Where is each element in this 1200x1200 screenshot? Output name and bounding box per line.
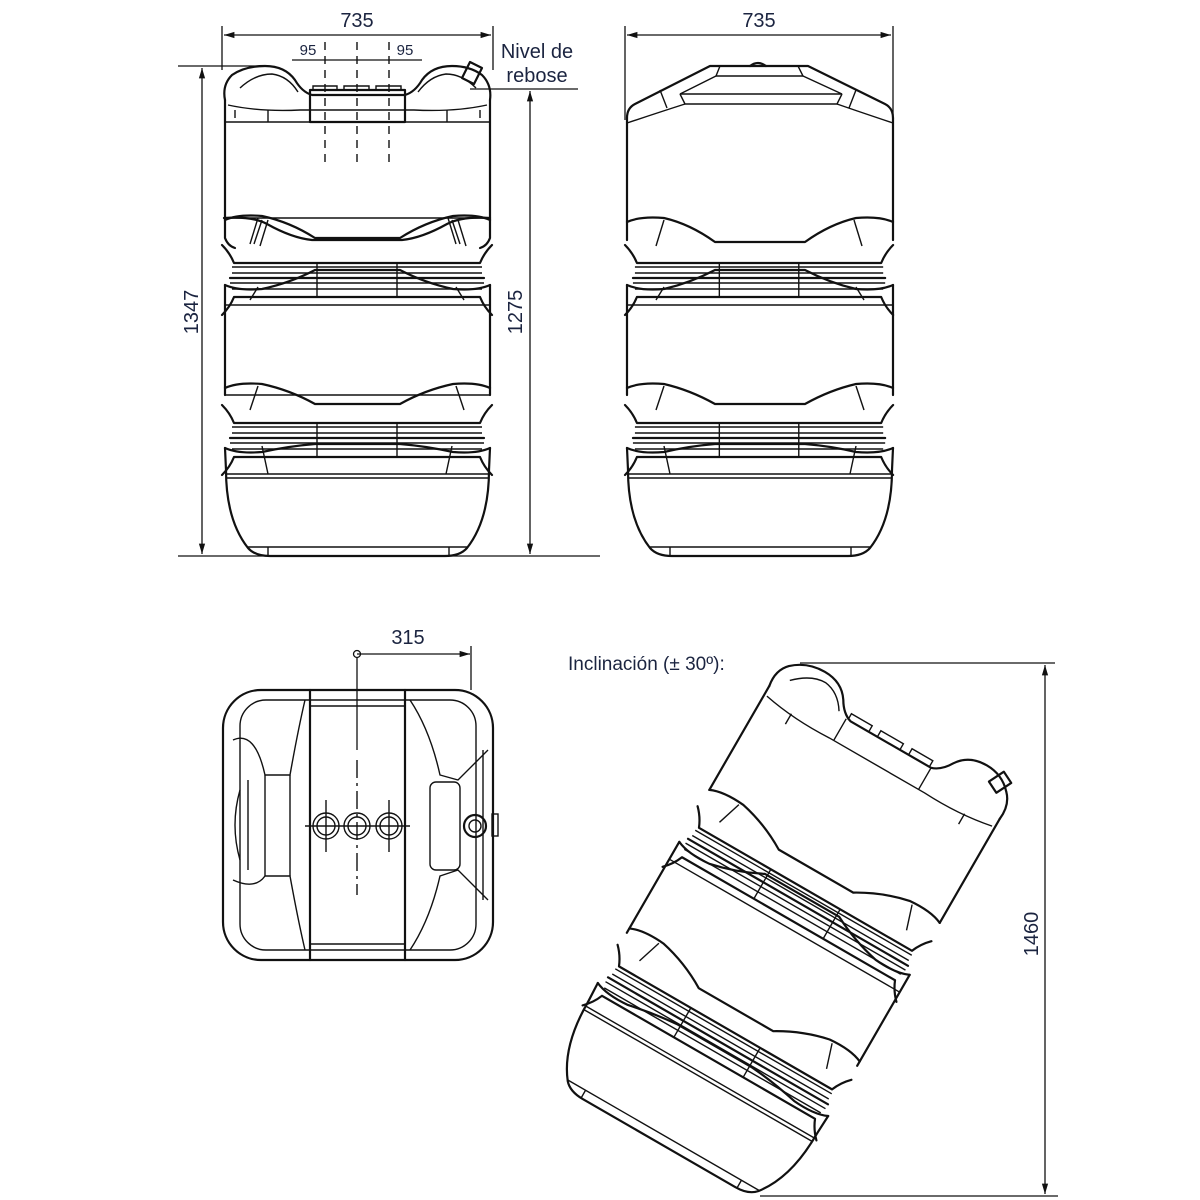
- top-tank-body: [221, 688, 499, 962]
- overflow-level-label-line1: Nivel de: [501, 41, 573, 63]
- side-width-label: 735: [742, 10, 775, 32]
- total-height-label: 1347: [181, 290, 203, 335]
- tilted-tank-body: [565, 663, 1013, 1194]
- side-tank-body: [623, 61, 895, 558]
- tilt-height-dimension: 1460: [760, 662, 1058, 1197]
- front-width-label: 735: [340, 10, 373, 32]
- outlet-circles: [305, 760, 410, 895]
- tilted-view: Inclinación (± 30º): 1460: [565, 654, 1058, 1197]
- total-height-dimension: 1347: [178, 65, 600, 557]
- tilt-height-label: 1460: [1021, 912, 1043, 957]
- front-width-dimension: 735: [221, 10, 494, 70]
- tilt-title: Inclinación (± 30º):: [568, 654, 725, 675]
- top-offset-label: 315: [391, 627, 424, 649]
- overflow-level-label-line2: rebose: [506, 65, 567, 87]
- front-tank-body: [220, 60, 494, 558]
- overflow-height-label: 1275: [505, 290, 527, 335]
- top-offset-dimension: 315: [352, 627, 472, 750]
- spacing-left-label: 95: [300, 42, 317, 59]
- spacing-right-label: 95: [397, 42, 414, 59]
- top-view: 315: [221, 627, 499, 962]
- overflow-height-dimension: 1275: [505, 91, 534, 554]
- outlet-spacing-dimension: 95 95: [292, 42, 422, 168]
- front-view: 735 95 95 Nivel de rebose 1347 1275: [178, 10, 600, 558]
- side-width-dimension: 735: [624, 10, 894, 120]
- side-view: 735: [623, 10, 895, 558]
